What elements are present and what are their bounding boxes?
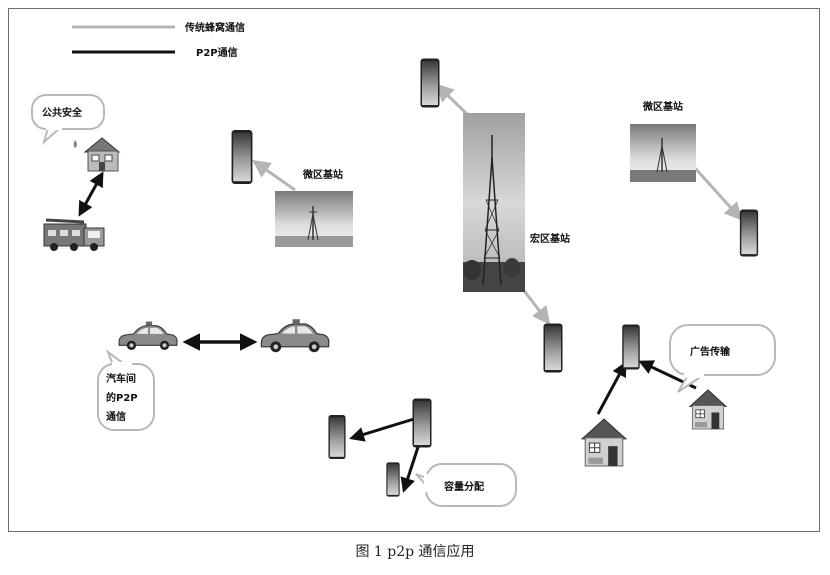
p2p-link-phone-left (349, 417, 415, 442)
legend-p2p-label: P2P通信 (196, 46, 238, 59)
car-p2p-label-line1: 汽车间 (106, 372, 136, 385)
cellular-link-micro-right-phone (693, 166, 743, 221)
phone-icon (412, 398, 432, 448)
micro-cell-right-label: 微区基站 (642, 100, 683, 113)
phone-icon (420, 58, 440, 108)
cellular-link-macro-top-phone (435, 83, 470, 117)
micro-cell-left-image (275, 191, 353, 247)
p2p-link-phone-down (400, 443, 421, 493)
house-icon (689, 389, 727, 430)
car-icon (118, 320, 178, 351)
cellular-link-macro-bottom-phone (520, 287, 551, 325)
car-p2p-label-line3: 通信 (106, 410, 126, 423)
cellular-links (252, 83, 743, 325)
car-icon (260, 318, 330, 353)
p2p-link-house-firetruck (78, 171, 104, 217)
public-safety-label: 公共安全 (42, 106, 83, 119)
legend-cellular-label: 传统蜂窝通信 (184, 21, 245, 34)
phone-icon (543, 323, 563, 373)
advertising-bubble: 广告传输 (669, 324, 776, 393)
p2p-link-house1-phone (596, 361, 627, 415)
phone-icon (231, 130, 253, 184)
advertising-label: 广告传输 (690, 345, 731, 358)
car-p2p-label-line2: 的P2P (106, 391, 138, 404)
house-icon (73, 137, 121, 172)
diagram-frame (8, 8, 820, 532)
legend: 传统蜂窝通信 P2P通信 (72, 21, 245, 59)
capacity-label: 容量分配 (443, 480, 484, 493)
phone-icon (328, 414, 346, 460)
phone-icon (622, 324, 640, 370)
fire-truck-icon (43, 218, 105, 251)
figure-caption: 图 1 p2p 通信应用 (355, 544, 475, 560)
public-safety-bubble: 公共安全 (31, 94, 105, 145)
house-icon (581, 418, 627, 467)
micro-cell-right-image (630, 124, 696, 182)
cellular-link-micro-left-phone (252, 159, 296, 192)
capacity-bubble: 容量分配 (415, 463, 517, 507)
macro-cell-label: 宏区基站 (530, 232, 570, 245)
macro-cell-tower-image (463, 113, 525, 292)
phone-icon (386, 462, 400, 497)
car-p2p-bubble: 汽车间 的P2P 通信 (97, 349, 155, 431)
micro-cell-left-label: 微区基站 (302, 168, 343, 181)
phone-icon (739, 209, 759, 257)
